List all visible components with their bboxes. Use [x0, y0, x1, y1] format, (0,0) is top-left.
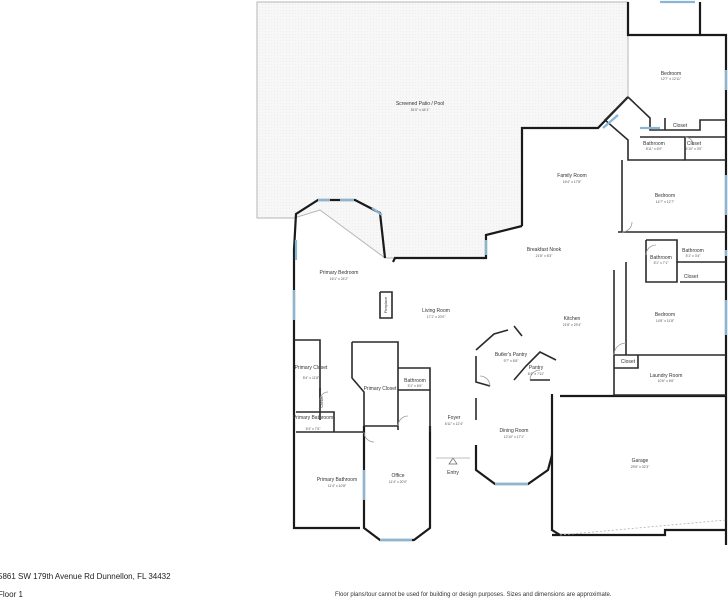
room-name: Screened Patio / Pool: [396, 101, 444, 107]
property-address: 5861 SW 179th Avenue Rd Dunnellon, FL 34…: [0, 572, 171, 581]
room-name: Living Room: [422, 308, 450, 314]
room-butlers-pantry: Butler's Pantry 9'7" x 6'8": [495, 352, 528, 363]
garage-door: [559, 519, 727, 536]
room-living-room: Living Room 17'1" x 20'0": [422, 308, 450, 319]
room-name: Breakfast Nook: [527, 247, 562, 253]
room-bathroom-1: Bathroom 8'11" x 6'0": [643, 141, 665, 151]
room-name: Primary Bathroom: [317, 477, 357, 483]
room-dims: 8'11" x 6'0": [646, 147, 663, 151]
door-swings: [319, 136, 694, 443]
room-name: Family Room: [557, 173, 586, 179]
room-dims: 21'8" x 8'3": [536, 254, 554, 258]
room-bedroom-2: Bedroom 14'7" x 12'7": [655, 193, 675, 204]
room-name: Dining Room: [500, 428, 529, 434]
disclaimer-text: Floor plans/tour cannot be used for buil…: [335, 592, 612, 598]
room-name: Closet: [673, 123, 688, 129]
room-name: Butler's Pantry: [495, 352, 528, 358]
room-bathroom-2: Bathroom 5'1" x 7'1": [650, 255, 672, 265]
room-dining-room: Dining Room 12'10" x 17'1": [500, 428, 529, 439]
room-dims: 5'1" x 3'4": [686, 254, 702, 258]
room-dims: 14'5" x 11'8": [656, 319, 675, 323]
room-name: Garage: [632, 458, 649, 464]
room-dims: 16'1" x 24'2": [330, 277, 349, 281]
room-dims: 6'4" x 7'11": [528, 372, 545, 376]
room-primary-bathroom-2: Primary Bathroom 11'4" x 10'8": [317, 477, 357, 488]
room-bedroom-1: Bedroom 12'7" x 12'11": [661, 71, 682, 81]
room-dims: 5'1" x 6'6": [408, 384, 424, 388]
room-dims: 11'4" x 20'0": [389, 480, 408, 484]
room-closet-3: Closet: [684, 274, 699, 280]
room-name: Closet: [684, 274, 699, 280]
room-family-room: Family Room 16'4" x 17'8": [557, 173, 586, 184]
room-dims: 4'10" x 3'0": [686, 147, 704, 151]
room-name: Bedroom: [661, 71, 681, 77]
room-dims: 21'8" x 29'4": [563, 323, 582, 327]
room-dims: 11'4" x 10'8": [328, 484, 347, 488]
room-dims: 5'1" x 7'1": [654, 261, 670, 265]
room-dims: 5'4" x 7'6": [306, 427, 322, 431]
room-kitchen: Kitchen 21'8" x 29'4": [563, 316, 582, 327]
windows: [292, 0, 728, 542]
room-name: Primary Closet: [295, 365, 328, 371]
room-closet-5: Closet: [319, 395, 324, 407]
interior-walls: [294, 96, 726, 433]
room-primary-closet-2: Primary Closet: [364, 386, 397, 392]
room-dims: 17'1" x 20'0": [427, 315, 446, 319]
room-name: Office: [392, 473, 405, 479]
room-primary-bedroom: Primary Bedroom 16'1" x 24'2": [320, 270, 359, 281]
room-name: Bathroom: [404, 378, 426, 384]
room-name: Bedroom: [655, 193, 675, 199]
room-garage: Garage 29'5" x 32'3": [631, 458, 650, 469]
room-dims: 12'10" x 17'1": [504, 435, 525, 439]
room-dims: 14'7" x 12'7": [656, 200, 675, 204]
room-breakfast-nook: Breakfast Nook 21'8" x 8'3": [527, 247, 562, 258]
room-dims: 51'0" x 44'1": [411, 108, 430, 112]
room-dims: 29'5" x 32'3": [631, 465, 650, 469]
fireplace-label: Fireplace: [383, 296, 388, 313]
room-name: Primary Bedroom: [320, 270, 359, 276]
room-name: Closet: [621, 359, 636, 365]
room-name: Bathroom: [682, 248, 704, 254]
room-name: Kitchen: [564, 316, 581, 322]
room-dims: 12'7" x 12'11": [661, 77, 682, 81]
room-name: Primary Bathroom: [293, 415, 333, 421]
room-name: Closet: [319, 395, 324, 407]
room-laundry-room: Laundry Room 10'6" x 6'6": [650, 373, 683, 383]
floor-label: Floor 1: [0, 590, 23, 599]
room-name: Foyer: [448, 415, 461, 421]
room-office: Office 11'4" x 20'0": [389, 473, 408, 484]
room-dims: 5'4" x 11'8": [303, 376, 320, 380]
room-name: Laundry Room: [650, 373, 683, 379]
room-dims: 10'6" x 6'6": [658, 379, 676, 383]
screened-patio-area: [256, 1, 629, 259]
room-pantry: Pantry 6'4" x 7'11": [528, 365, 545, 376]
room-dims: 6'11" x 12'4": [445, 422, 464, 426]
room-primary-bathroom-1: Primary Bathroom 5'4" x 7'6": [293, 415, 333, 431]
room-closet-2: Closet 4'10" x 3'0": [686, 141, 704, 151]
room-name: Closet: [687, 141, 702, 147]
room-closet-1: Closet: [673, 123, 688, 129]
room-primary-closet-1: Primary Closet 5'4" x 11'8": [295, 365, 328, 380]
room-name: Primary Closet: [364, 386, 397, 392]
room-screened-patio: Screened Patio / Pool 51'0" x 44'1": [396, 101, 444, 112]
room-bathroom-3: Bathroom 5'1" x 3'4": [682, 248, 704, 258]
room-name: Bathroom: [650, 255, 672, 261]
room-foyer: Foyer 6'11" x 12'4": [445, 415, 464, 426]
room-bedroom-3: Bedroom 14'5" x 11'8": [655, 312, 675, 323]
room-closet-4: Closet: [621, 359, 636, 365]
entry-marker: Entry: [436, 457, 470, 476]
room-dims: 16'4" x 17'8": [563, 180, 582, 184]
room-name: Bathroom: [643, 141, 665, 147]
room-name: Pantry: [529, 365, 544, 371]
entry-label: Entry: [447, 470, 459, 476]
room-bathroom-4: Bathroom 5'1" x 6'6": [404, 378, 426, 388]
room-dims: 9'7" x 6'8": [504, 359, 520, 363]
room-name: Bedroom: [655, 312, 675, 318]
